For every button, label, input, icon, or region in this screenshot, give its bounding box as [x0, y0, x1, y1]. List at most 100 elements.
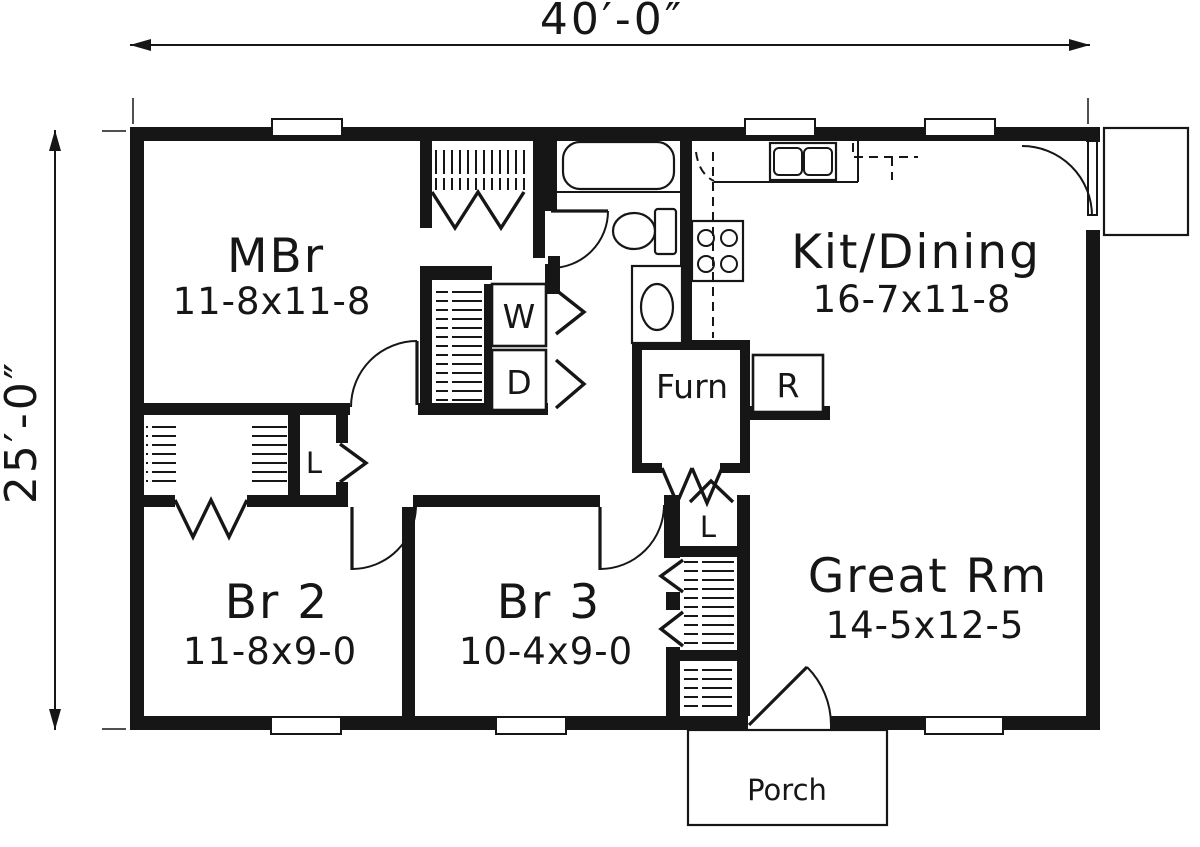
mbr-size: 11-8x11-8	[173, 280, 372, 323]
laundry-bifold-upper	[554, 288, 587, 336]
furnace-label: Furn	[656, 367, 728, 406]
br3-door-swing	[599, 504, 665, 570]
dryer-box	[490, 348, 548, 412]
dimension-annotations: 40′-0″ 25′-0″	[0, 0, 1090, 730]
wall-furnace-east	[740, 340, 750, 473]
wall-furnace-west	[632, 340, 642, 473]
wall-hall-south-a	[143, 495, 175, 507]
wall-south-left	[130, 716, 748, 730]
burner-4	[720, 255, 738, 273]
bath-door-swing	[550, 210, 609, 269]
wall-mbr-south	[143, 403, 350, 415]
wall-north	[130, 127, 1100, 141]
mbr-name: MBr	[227, 229, 325, 284]
wall-furnace-south-b	[720, 463, 750, 473]
br2-size: 11-8x9-0	[183, 630, 357, 673]
windows	[270, 118, 1004, 735]
wall-mbr-closet-right	[533, 141, 545, 258]
wall-br2-br3-divider	[402, 507, 415, 716]
mbr-door-swing	[350, 340, 418, 408]
wall-laundry-divider	[484, 284, 492, 410]
br2-closet-hatch-left	[146, 424, 176, 488]
hall-linen-bifold	[338, 442, 369, 484]
linen-br3-label: L	[700, 510, 716, 544]
wall-hall-south-c	[413, 495, 600, 507]
laundry-appliances	[490, 282, 548, 412]
interior-walls	[143, 141, 830, 716]
linen-hall-label: L	[306, 446, 322, 480]
wall-linen2-south	[680, 546, 737, 557]
sink-bowl-left	[773, 147, 803, 176]
mbr-closet-rod-hatch	[434, 150, 526, 190]
wall-east-stub	[1086, 127, 1100, 142]
porch-area	[686, 728, 889, 827]
bifold-doors	[173, 188, 735, 648]
kit-dining-name: Kit/Dining	[791, 225, 1041, 280]
laundry-shelf-hatch	[436, 290, 482, 406]
wall-coat-closet-north	[680, 650, 737, 661]
refrigerator-label: R	[777, 366, 800, 405]
wall-linen-east-lower	[336, 482, 348, 495]
dryer-label: D	[506, 363, 531, 402]
stove	[690, 219, 745, 283]
washer-box	[490, 282, 548, 348]
bath-sink	[639, 282, 675, 332]
wall-br3-closet-west-b	[666, 592, 680, 610]
window-br3-south	[495, 716, 567, 735]
great-rm-size: 14-5x12-5	[826, 604, 1025, 647]
wall-mbr-closet-left-lower	[420, 268, 432, 405]
washer-label: W	[503, 297, 536, 336]
coat-closet-hatch	[684, 664, 732, 714]
br2-closet-bifold	[173, 496, 249, 541]
wall-west	[130, 127, 144, 730]
br3-name: Br 3	[497, 575, 601, 630]
left-dim-arrow-bottom	[49, 709, 61, 730]
laundry-bifold-lower	[554, 358, 587, 410]
front-door-leaf	[747, 665, 809, 727]
overall-depth-label: 25′-0″	[0, 360, 47, 504]
wall-closet-column-east	[737, 495, 750, 716]
porch-outline	[686, 728, 889, 827]
wall-br2closet-linen-divider	[288, 415, 300, 495]
refrigerator-box	[751, 353, 825, 414]
wall-furnace-south-a	[632, 463, 662, 473]
toilet-bowl	[611, 211, 657, 251]
window-greatrm-south	[924, 716, 1004, 735]
bathtub	[561, 140, 676, 191]
wall-linen-east-upper	[336, 415, 348, 443]
wall-bath-west-upper	[545, 141, 557, 211]
overall-width-label: 40′-0″	[540, 0, 684, 45]
front-door-swing	[806, 666, 833, 726]
window-dining-north	[924, 118, 996, 137]
room-labels: MBr 11-8x11-8 Kit/Dining 16-7x11-8 Br 2 …	[173, 225, 1048, 807]
wall-furnace-north	[632, 340, 750, 350]
furnace-door-right	[690, 467, 724, 508]
wall-br3-closet-west-c	[666, 647, 680, 716]
side-door-swing	[1021, 145, 1093, 217]
wall-laundry-north	[420, 266, 492, 280]
great-rm-name: Great Rm	[808, 549, 1048, 604]
bathroom-fixtures	[557, 140, 684, 345]
wall-east	[1086, 230, 1100, 730]
kitchen-fixtures	[690, 141, 918, 414]
br2-name: Br 2	[225, 575, 329, 630]
upper-cabinet-dash-corner	[695, 151, 715, 182]
side-door-leaf	[1087, 140, 1098, 216]
br3-closet-bifold-lower	[658, 610, 685, 648]
furnace-door-left	[660, 467, 694, 508]
br2-closet-hatch-right	[249, 424, 287, 488]
doors	[350, 126, 1190, 727]
sink-bowl-right	[803, 147, 833, 176]
wall-mbr-closet-left-upper	[420, 141, 432, 228]
linen2-bifold	[688, 478, 735, 504]
top-dim-arrow-left	[130, 39, 151, 51]
top-dim-arrow-right	[1069, 39, 1090, 51]
side-stoop	[1102, 126, 1190, 237]
window-kitchen-sink	[744, 118, 816, 137]
upper-cabinet-dash-north	[852, 143, 918, 158]
closet-hatching	[146, 150, 734, 714]
br3-closet-hatch	[684, 560, 734, 644]
mbr-closet-bifold	[430, 188, 526, 232]
